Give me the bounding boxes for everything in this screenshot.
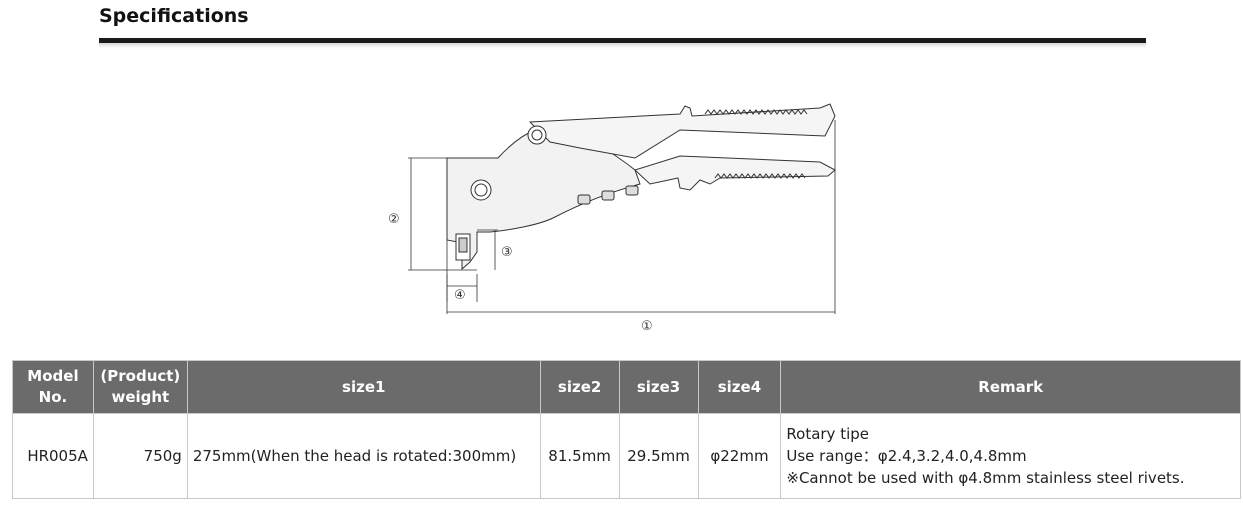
header-size4: size4 xyxy=(697,360,782,414)
table-header-row: Model No. (Product) weight size1 size2 s… xyxy=(12,360,1241,414)
cell-remark: Rotary tipe Use range：φ2.4,3.2,4.0,4.8mm… xyxy=(780,413,1241,499)
remark-line-2: Use range：φ2.4,3.2,4.0,4.8mm xyxy=(786,447,1027,465)
cell-size3: 29.5mm xyxy=(618,413,699,499)
pivot-pin-upper xyxy=(527,125,547,145)
dimension-label-4: ④ xyxy=(454,288,466,303)
rivet-tool-diagram: ① ② ③ ④ xyxy=(380,92,860,342)
cell-model: HR005A xyxy=(12,413,94,499)
header-size2: size2 xyxy=(539,360,620,414)
upper-handle xyxy=(528,103,836,159)
remark-line-3: ※Cannot be used with φ4.8mm stainless st… xyxy=(786,469,1185,487)
section-title: Specifications xyxy=(99,5,249,27)
nozzle-tip-inner xyxy=(458,237,468,253)
header-remark: Remark xyxy=(780,360,1241,414)
header-weight-line2: weight xyxy=(111,388,170,406)
dimension-label-1: ① xyxy=(641,319,653,334)
lower-grip-ridges xyxy=(714,173,806,179)
header-size3: size3 xyxy=(618,360,699,414)
spare-nozzle-3 xyxy=(625,185,639,196)
header-model-line2: No. xyxy=(38,388,68,406)
pivot-pin-head xyxy=(470,179,492,201)
rivet-tool-drawing: ① ② ③ ④ xyxy=(388,103,836,334)
cell-size2: 81.5mm xyxy=(539,413,620,499)
table-row: HR005A 750g 275mm(When the head is rotat… xyxy=(12,413,1241,499)
dimension-label-1: ① xyxy=(641,319,653,334)
header-size1: size1 xyxy=(186,360,541,414)
header-model: Model No. xyxy=(12,360,94,414)
dimension-lines xyxy=(408,120,836,314)
cell-size4: φ22mm xyxy=(697,413,782,499)
upper-grip-ridges xyxy=(704,109,808,115)
dimension-label-3: ③ xyxy=(501,245,513,260)
header-rule-shadow xyxy=(99,43,1146,48)
cell-weight: 750g xyxy=(92,413,188,499)
dimension-label-2: ② xyxy=(388,212,400,227)
specifications-header: Specifications xyxy=(99,0,1146,48)
header-weight-line1: (Product) xyxy=(100,367,181,385)
spare-nozzle-2 xyxy=(601,190,615,201)
spec-table: Model No. (Product) weight size1 size2 s… xyxy=(12,360,1241,499)
remark-line-1: Rotary tipe xyxy=(786,425,870,443)
header-rule xyxy=(99,38,1146,43)
spare-nozzle-1 xyxy=(577,194,591,205)
lower-handle xyxy=(634,155,836,191)
pivot-pin-head-inner xyxy=(474,183,488,197)
pivot-pin-upper-inner xyxy=(531,129,543,141)
header-weight: (Product) weight xyxy=(92,360,188,414)
header-model-line1: Model xyxy=(27,367,79,385)
cell-size1: 275mm(When the head is rotated:300mm) xyxy=(186,413,541,499)
